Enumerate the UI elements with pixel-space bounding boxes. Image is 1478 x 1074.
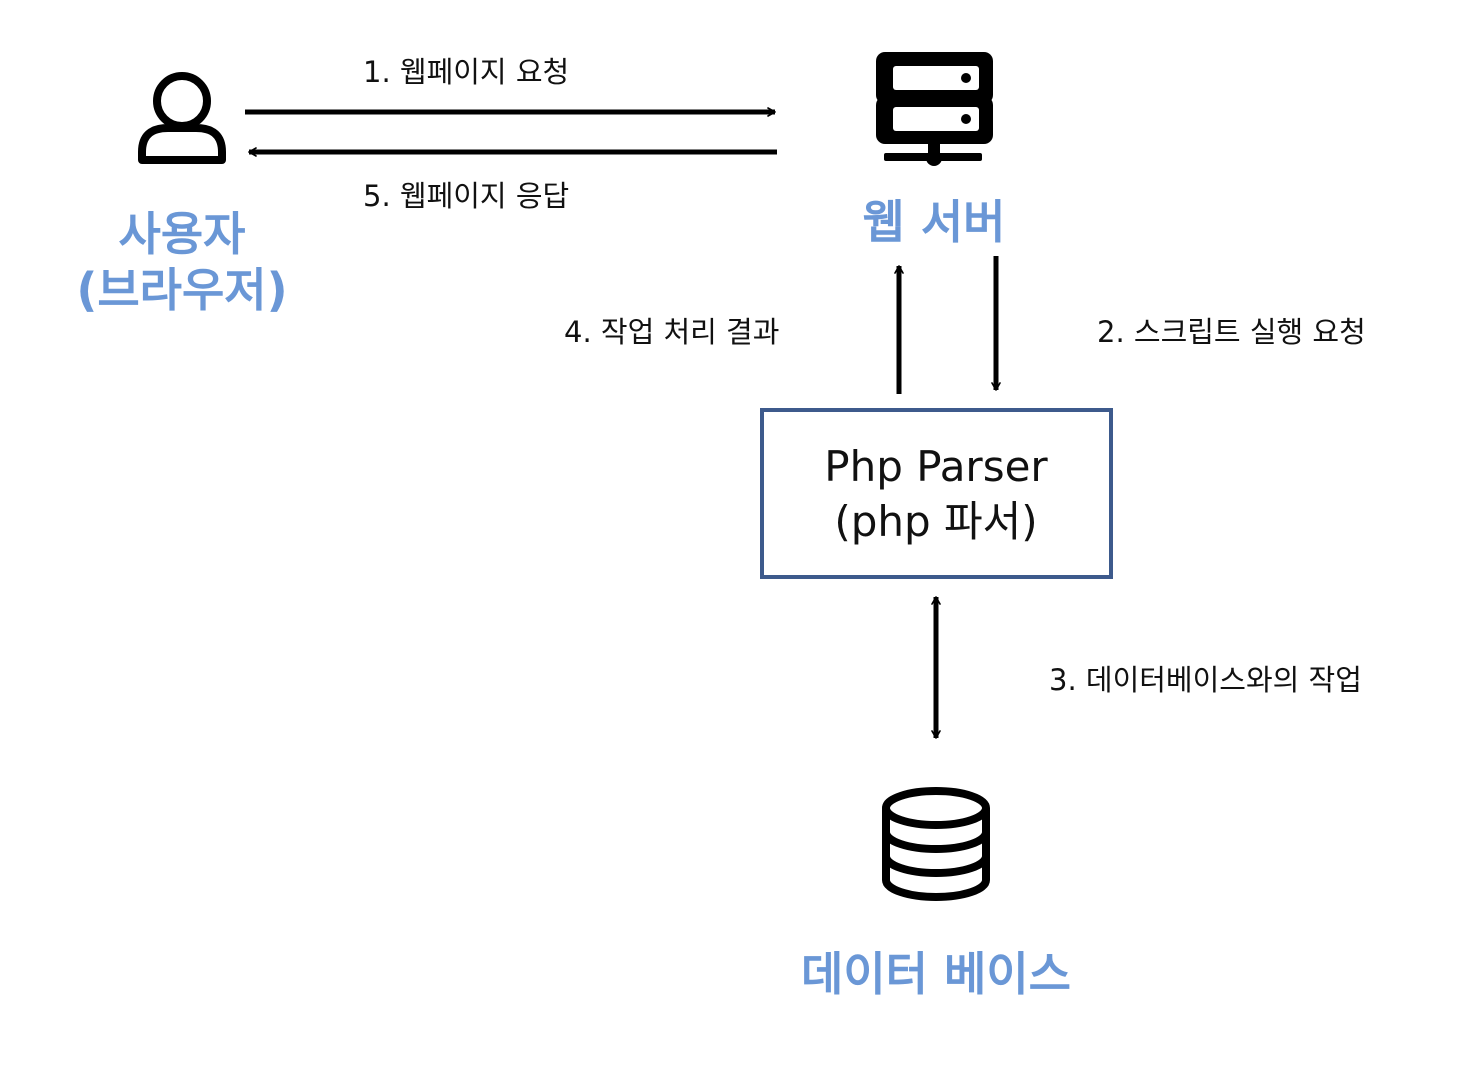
php-parser-line1: Php Parser (824, 442, 1048, 491)
label-request-page: 1. 웹페이지 요청 (363, 55, 569, 89)
label-run-script: 2. 스크립트 실행 요청 (1097, 315, 1366, 349)
user-icon (138, 72, 226, 164)
database-label: 데이터 베이스 (801, 947, 1071, 1001)
php-parser-box: Php Parser (php 파서) (760, 408, 1113, 579)
php-parser-line2: (php 파서) (834, 497, 1037, 546)
user-label-line1: 사용자 (119, 207, 246, 261)
user-label-line2: (브라우저) (76, 263, 287, 317)
web-server-label: 웹 서버 (863, 195, 1006, 249)
label-db-work: 3. 데이터베이스와의 작업 (1049, 663, 1362, 697)
server-icon (876, 52, 993, 166)
database-icon (882, 787, 990, 901)
label-work-result: 4. 작업 처리 결과 (564, 315, 779, 349)
label-response-page: 5. 웹페이지 응답 (363, 179, 569, 213)
